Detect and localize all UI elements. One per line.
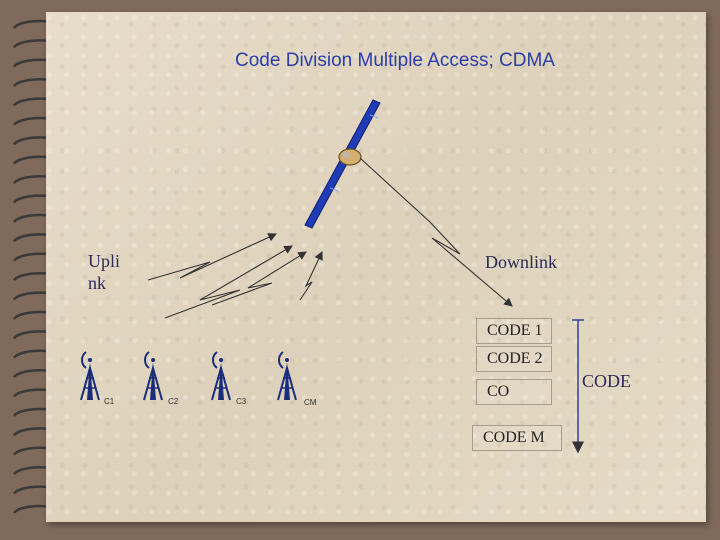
downlink-label: Downlink: [485, 252, 557, 272]
uplink-arrows: [147, 233, 323, 319]
uplink-label-line2: nk: [88, 273, 106, 293]
uplink-arrow-c2: [164, 245, 293, 319]
downlink-arrow: [359, 157, 513, 307]
uplink-label-line1: Upli: [88, 251, 121, 271]
tower-label-c1: C1: [104, 397, 115, 406]
page-title: Code Division Multiple Access; CDMA: [235, 50, 555, 71]
code-1-box: CODE 1: [476, 318, 552, 344]
paper-page: [46, 12, 706, 522]
satellite-icon: [304, 99, 381, 229]
code-m-box: CODE M: [472, 425, 562, 451]
tower-label-cm: CM: [304, 398, 317, 407]
code-3-box: CO: [476, 379, 552, 405]
code-2-box: CODE 2: [476, 346, 552, 372]
antenna-tower-icon: [143, 351, 163, 401]
tower-label-c3: C3: [236, 397, 247, 406]
uplink-label: Upli nk: [88, 250, 120, 294]
antenna-tower-icon: [211, 351, 231, 401]
antenna-tower-icon: [80, 351, 100, 401]
uplink-arrow-cm: [299, 251, 323, 301]
uplink-arrow-c1: [147, 233, 277, 281]
antenna-tower-icon: [277, 351, 297, 401]
tower-label-c2: C2: [168, 397, 179, 406]
uplink-arrow-c3: [211, 251, 307, 306]
code-axis-label: CODE: [582, 371, 631, 391]
tower-group: [80, 351, 297, 401]
